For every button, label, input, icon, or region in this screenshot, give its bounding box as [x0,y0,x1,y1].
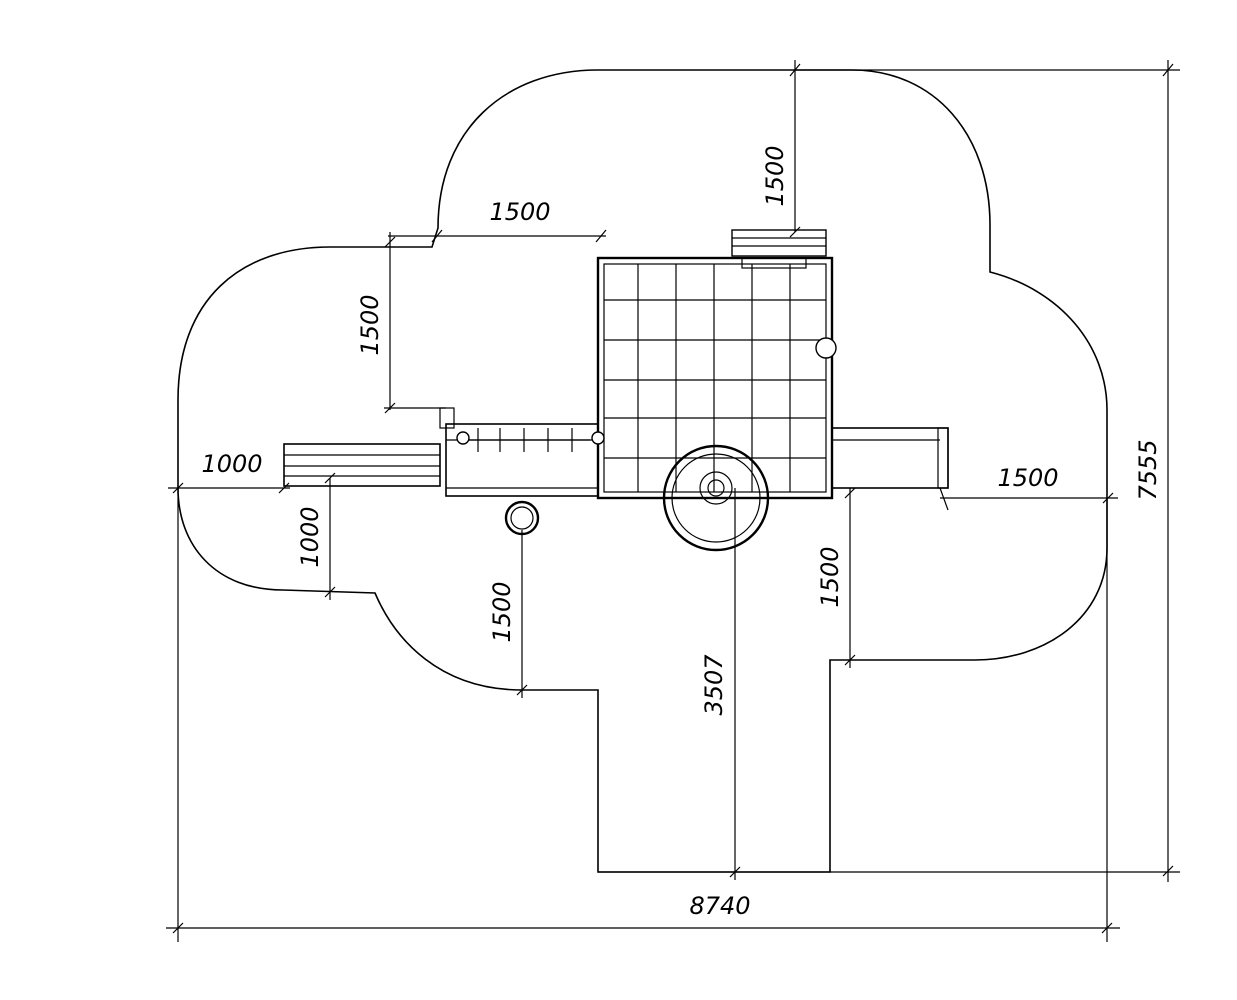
safety-zone-outline [177,69,1108,873]
dim-right-lower-offset: 1500 [816,546,844,607]
dim-total-height: 7555 [1134,439,1162,500]
tower-frame [596,256,834,500]
play-structure [283,229,949,552]
dim-wheel-to-bottom: 3507 [700,654,728,716]
left-bench [283,443,441,487]
top-bench [731,229,827,257]
left-platform [445,423,599,497]
dim-left-step-vertical: 1500 [356,294,384,355]
slide [831,427,949,489]
dim-left-bench-offset: 1000 [201,450,262,478]
dim-ring-to-bottom: 1500 [488,581,516,642]
climbing-net [604,264,826,492]
dimension-lines [166,60,1180,942]
side-handle [815,337,837,359]
dim-left-step-horizontal: 1500 [489,198,550,226]
dim-left-lower-offset: 1000 [296,506,324,567]
dim-slide-end-offset: 1500 [997,464,1058,492]
dim-total-width: 8740 [689,892,750,920]
wheel [662,444,770,552]
dim-top-right-offset: 1500 [761,145,789,206]
rail-posts [468,428,590,452]
